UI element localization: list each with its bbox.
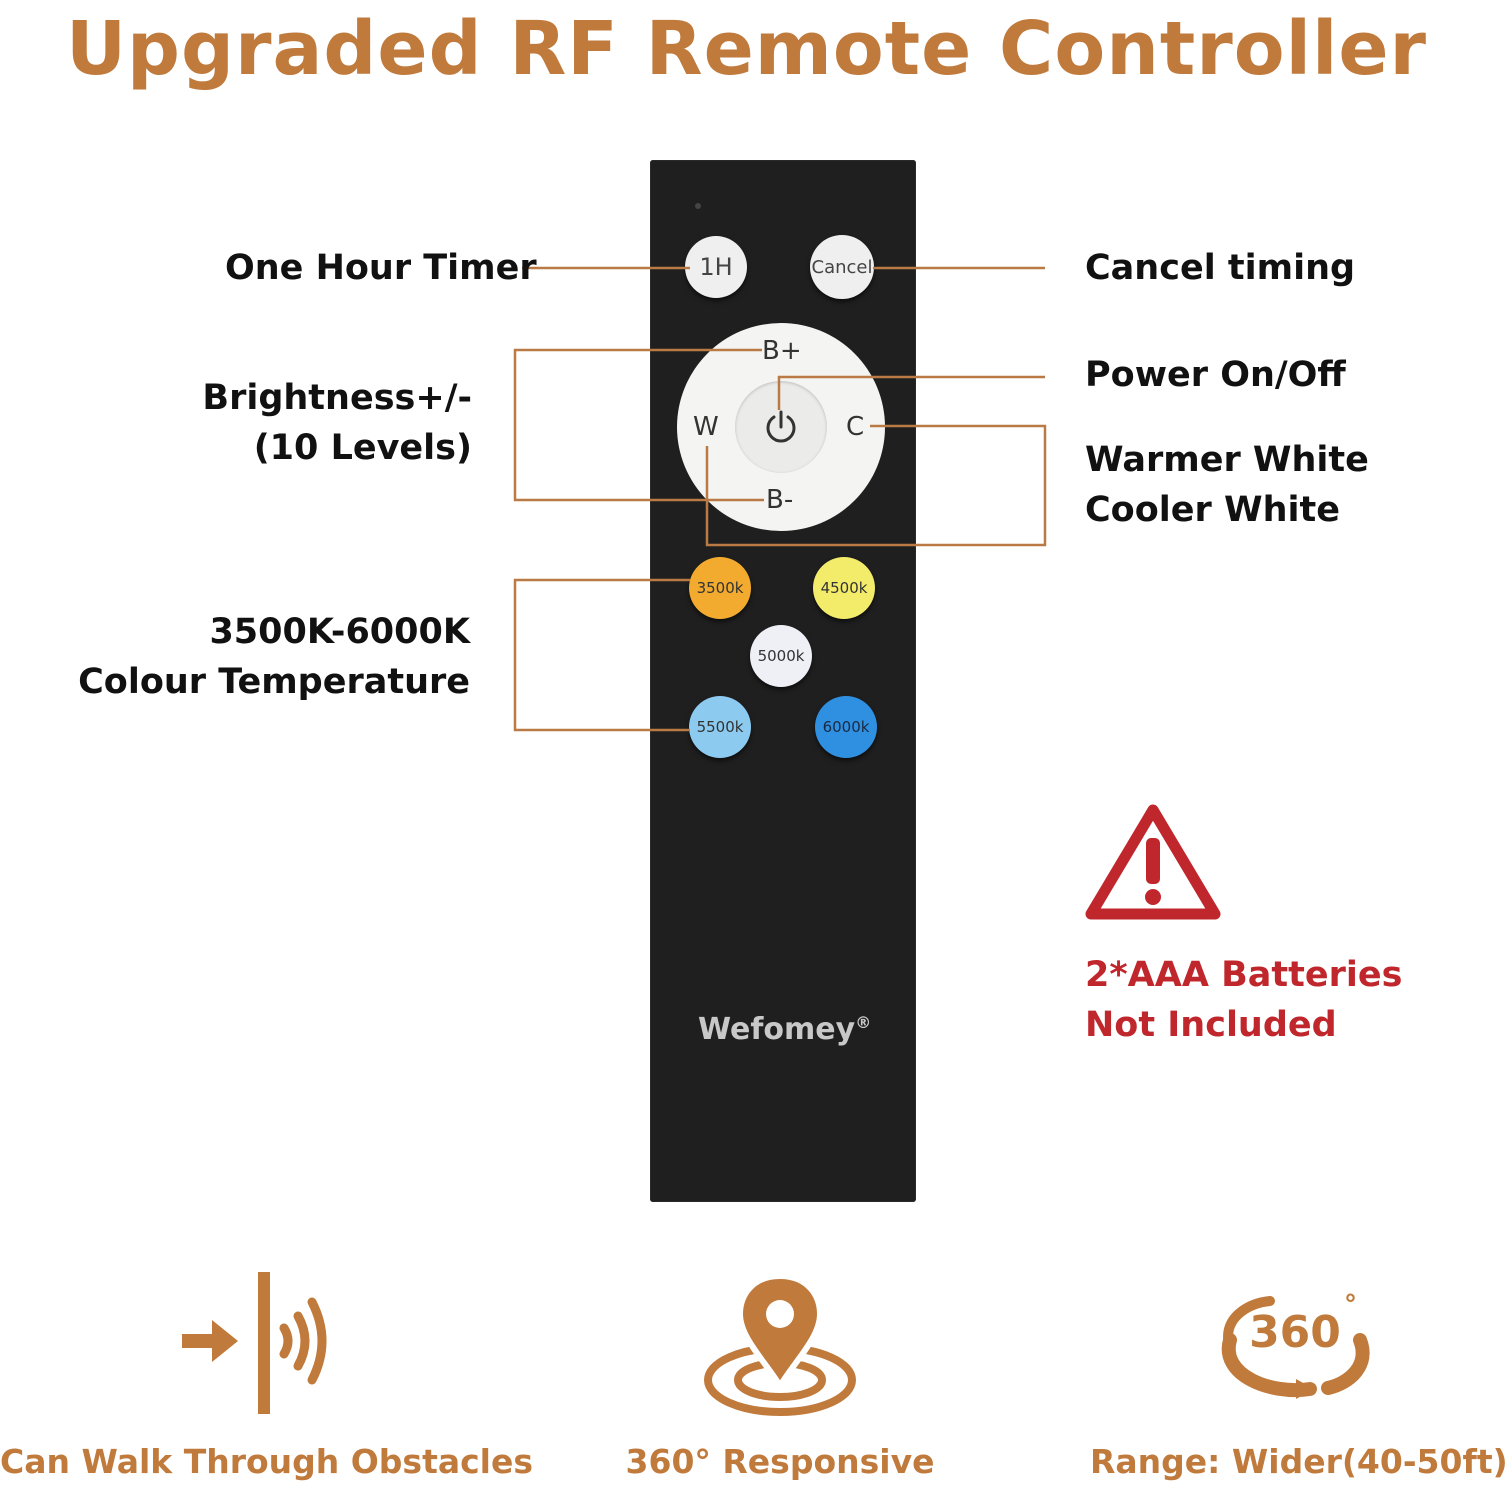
cancel-timing-label: Cancel timing: [1085, 248, 1356, 288]
one-hour-timer-label: One Hour Timer: [225, 248, 537, 288]
registered-mark: ®: [855, 1013, 872, 1032]
warmer-button[interactable]: W: [693, 412, 719, 442]
temp-5000k-button[interactable]: 5000k: [750, 625, 812, 687]
brightness-label-line2: (10 Levels): [253, 428, 472, 468]
brightness-label: Brightness+/- (10 Levels): [150, 373, 472, 473]
white-label: Warmer White Cooler White: [1085, 435, 1369, 535]
white-callout-line: [705, 424, 1047, 547]
indicator-led: [695, 203, 701, 209]
temp-5000k-label: 5000k: [757, 647, 805, 665]
temp-4500k-button[interactable]: 4500k: [813, 557, 875, 619]
temperature-label: 3500K-6000K Colour Temperature: [50, 607, 470, 707]
brand-name: Wefomey: [698, 1012, 856, 1047]
temp-4500k-label: 4500k: [820, 579, 868, 597]
feature-range-label: Range: Wider(40-50ft): [1090, 1442, 1508, 1481]
brightness-callout-line: [513, 348, 764, 502]
battery-warning: 2*AAA Batteries Not Included: [1085, 950, 1402, 1050]
power-label: Power On/Off: [1085, 355, 1346, 395]
brightness-up-button[interactable]: B+: [762, 336, 802, 366]
temperature-label-line2: Colour Temperature: [78, 662, 470, 702]
temp-5500k-button[interactable]: 5500k: [689, 696, 751, 758]
rotate-360-text: 360: [1249, 1307, 1341, 1358]
page-title: Upgraded RF Remote Controller: [65, 6, 1428, 92]
battery-warning-line1: 2*AAA Batteries: [1085, 955, 1403, 995]
temp-3500k-button[interactable]: 3500k: [689, 557, 751, 619]
warmer-white-label: Warmer White: [1085, 440, 1369, 480]
battery-warning-line2: Not Included: [1085, 1005, 1337, 1045]
location-pin-icon: [700, 1270, 860, 1424]
warning-triangle-icon: [1083, 800, 1223, 928]
brightness-label-line1: Brightness+/-: [202, 378, 472, 418]
brightness-down-button[interactable]: B-: [766, 485, 794, 515]
cooler-white-label: Cooler White: [1085, 490, 1340, 530]
rotate-360-icon: 360 °: [1210, 1285, 1380, 1419]
temp-callout-line: [513, 578, 690, 732]
one-hour-timer-button[interactable]: 1H: [685, 236, 747, 298]
temp-3500k-label: 3500k: [696, 579, 744, 597]
power-icon: [762, 408, 800, 450]
rotate-360-degree: °: [1344, 1290, 1357, 1320]
cooler-button[interactable]: C: [846, 412, 865, 442]
cancel-button-label: Cancel: [811, 256, 873, 278]
power-callout-line: [777, 375, 1045, 410]
cancel-button[interactable]: Cancel: [810, 235, 874, 299]
brand-logo: Wefomey®: [698, 1012, 871, 1047]
temp-6000k-label: 6000k: [822, 718, 870, 736]
temp-6000k-button[interactable]: 6000k: [815, 696, 877, 758]
feature-responsive-label: 360° Responsive: [625, 1442, 935, 1481]
feature-walk-through-label: Can Walk Through Obstacles: [0, 1442, 534, 1481]
walk-through-obstacles-icon: [178, 1268, 338, 1422]
temp-5500k-label: 5500k: [696, 718, 744, 736]
temperature-label-line1: 3500K-6000K: [209, 612, 470, 652]
one-hour-button-label: 1H: [699, 253, 733, 281]
